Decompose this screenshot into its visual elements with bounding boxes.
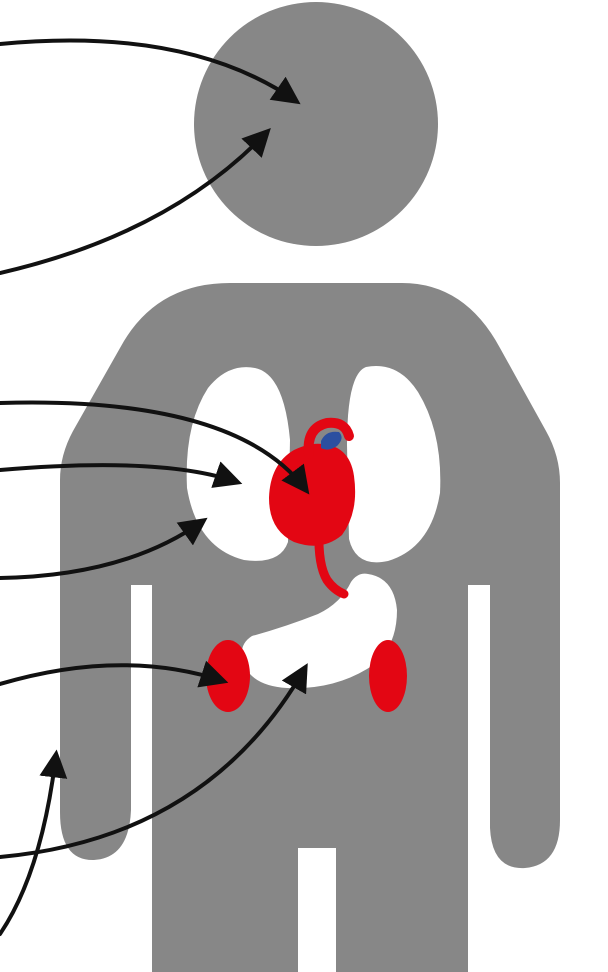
arm-arrow bbox=[0, 755, 56, 934]
leg-gap bbox=[298, 848, 336, 972]
head bbox=[194, 2, 438, 246]
right-kidney bbox=[369, 640, 407, 712]
